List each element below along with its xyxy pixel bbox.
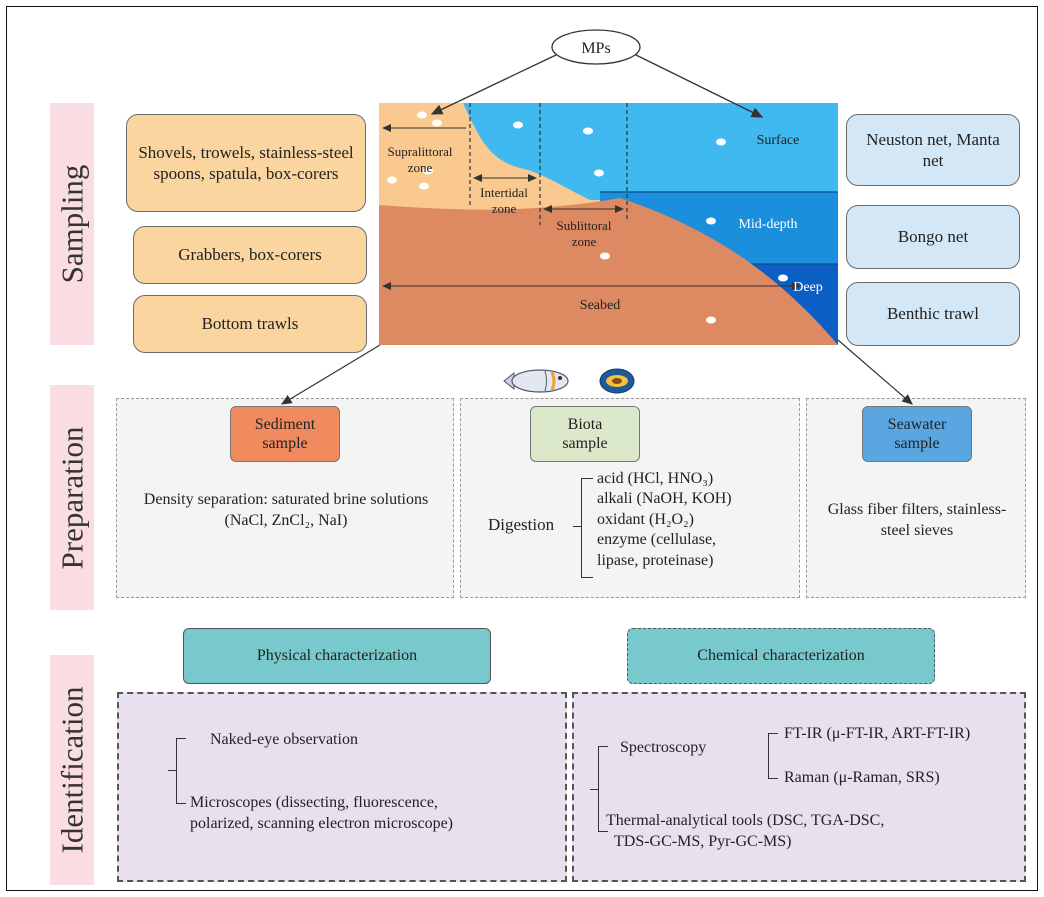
chemical-brace (598, 746, 608, 832)
seawater-text: Glass fiber filters, stainless-steel sie… (827, 501, 1007, 539)
digestion-label: Digestion (488, 515, 555, 534)
intertidal-label-2: zone (492, 201, 517, 216)
section-label-sampling: Sampling (50, 103, 94, 345)
biota-sample-box: Biota sample (530, 406, 640, 462)
seawater-sample-title: Seawater sample (887, 415, 947, 452)
arrow-to-sediment (280, 344, 381, 405)
fish-icon (503, 369, 569, 393)
tool-label: Neuston net, Manta net (866, 129, 1000, 170)
chemical-characterization-title: Chemical characterization (697, 647, 865, 664)
physical-brace (176, 738, 186, 804)
figure-frame (6, 6, 1038, 891)
tool-box-neuston-net: Neuston net, Manta net (846, 114, 1020, 186)
mps-arrow-left (430, 54, 557, 115)
digestion-brace (581, 478, 593, 578)
tool-label: Grabbers, box-corers (178, 245, 322, 265)
digestion-item: lipase, proteinase) (597, 551, 714, 569)
spectroscopy-label: Spectroscopy (620, 739, 707, 756)
biota-sample-title: Biota sample (562, 415, 608, 452)
intertidal-label: Intertidal (480, 185, 528, 200)
identification-panel-chemical (572, 692, 1026, 882)
tool-label: Bottom trawls (201, 314, 299, 334)
digestion-list: acid (HCl, HNO₃) alkali (NaOH, KOH) oxid… (597, 469, 797, 571)
tool-box-shovels: Shovels, trowels, stainless-steel spoons… (126, 114, 366, 212)
sediment-text: Density separation: saturated brine solu… (143, 491, 429, 529)
microscopes-line: Microscopes (dissecting, fluorescence, (190, 794, 438, 811)
tool-label: Shovels, trowels, stainless-steel spoons… (138, 142, 354, 183)
mussel-icon (599, 368, 635, 394)
section-label-preparation: Preparation (50, 385, 94, 610)
digestion-item: enzyme (cellulase, (597, 531, 717, 549)
mps-label: MPs (581, 40, 610, 57)
physical-item-naked-eye: Naked-eye observation (210, 731, 358, 748)
physical-item-microscopes: Microscopes (dissecting, fluorescence, p… (190, 793, 565, 835)
spectroscopy-item-ftir: FT-IR (μ-FT-IR, ART-FT-IR) (784, 725, 971, 742)
physical-characterization-box: Physical characterization (183, 628, 491, 684)
tool-box-bongo-net: Bongo net (846, 205, 1020, 269)
spectroscopy-item-raman: Raman (μ-Raman, SRS) (784, 769, 940, 786)
tool-box-bottom-trawls: Bottom trawls (133, 295, 367, 353)
middepth-label: Mid-depth (738, 217, 797, 232)
thermal-line: TDS-GC-MS, Pyr-GC-MS) (614, 832, 792, 850)
digestion-item: oxidant (H₂O₂) (597, 510, 694, 528)
microplastic-particles (387, 111, 788, 324)
identification-panel-physical (117, 692, 567, 882)
sublittoral-label-2: zone (572, 234, 597, 249)
spectroscopy-brace (768, 733, 778, 779)
surface-label: Surface (757, 133, 800, 148)
arrow-to-seawater (837, 339, 913, 405)
sediment-sample-box: Sediment sample (230, 406, 340, 462)
mps-oval (551, 29, 641, 65)
thermal-line: Thermal-analytical tools (DSC, TGA-DSC, (606, 812, 885, 829)
digestion-item: acid (HCl, HNO₃) (597, 470, 714, 487)
chemical-characterization-box: Chemical characterization (627, 628, 935, 684)
digestion-item: alkali (NaOH, KOH) (597, 490, 732, 508)
seabed-label: Seabed (580, 298, 620, 313)
tool-box-grabbers: Grabbers, box-corers (133, 226, 367, 284)
tool-box-benthic-trawl: Benthic trawl (846, 282, 1020, 346)
deep-label: Deep (793, 280, 823, 295)
section-label-identification: Identification (50, 655, 94, 885)
physical-brace-tick (168, 770, 176, 771)
chemical-brace-tick (590, 789, 598, 790)
microscopes-line: polarized, scanning electron microscope) (190, 814, 453, 832)
seabed (379, 198, 838, 345)
sublittoral-label: Sublittoral (557, 218, 612, 233)
tool-label: Benthic trawl (886, 304, 980, 324)
supralittoral-label-2: zone (408, 160, 433, 175)
sediment-sample-title: Sediment sample (254, 415, 316, 452)
mps-arrow-right (635, 54, 764, 118)
physical-characterization-title: Physical characterization (256, 647, 418, 664)
seawater-sample-box: Seawater sample (862, 406, 972, 462)
supralittoral-label: Supralittoral (388, 144, 453, 159)
digestion-brace-tick (573, 526, 581, 527)
thermal-tools: Thermal-analytical tools (DSC, TGA-DSC, … (606, 811, 1016, 853)
tool-label: Bongo net (897, 227, 969, 247)
